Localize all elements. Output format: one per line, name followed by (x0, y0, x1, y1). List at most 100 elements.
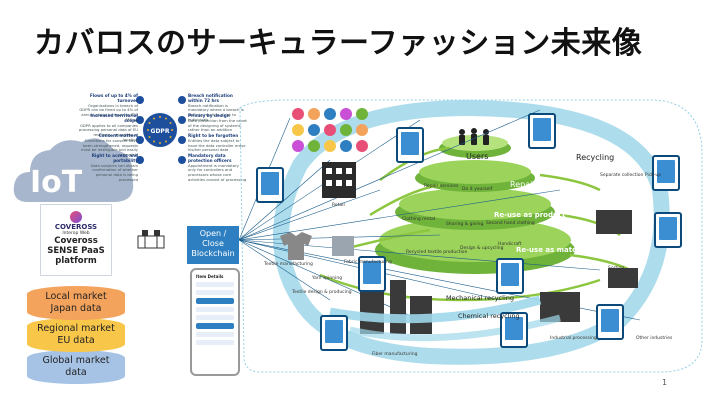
gdpr-item-icon (136, 116, 144, 124)
page-number: 1 (662, 378, 668, 387)
retail-building-icon (322, 162, 356, 198)
slide-title: カバロスのサーキュラーファッション未来像 (34, 26, 643, 61)
gdpr-item-icon (178, 116, 186, 124)
chemical-recycling-stream (349, 314, 561, 342)
label-reuse-material: Re-use as material (516, 246, 590, 254)
tablet-icon (528, 113, 556, 149)
disc-repair-top (419, 160, 531, 184)
phone-row (196, 282, 234, 287)
platform-name-line2: SENSE PaaS (47, 246, 105, 256)
gdpr-item-icon (178, 96, 186, 104)
db-global-line2: data (65, 367, 87, 378)
label-fiber-manufacturing: Fiber manufacturing (372, 352, 418, 357)
database-global: Global market data (27, 350, 125, 384)
iot-cloud-icon: IoT (13, 138, 134, 202)
tablet-icon (358, 256, 386, 292)
tablet-icon (500, 312, 528, 348)
label-recycled-textile: Recycled textile production (406, 250, 468, 255)
coveross-logo-icon (70, 211, 82, 223)
label-used-shop: Do it yourself (462, 187, 493, 192)
tablet-icon (596, 304, 624, 340)
db-local-line2: Japan data (50, 303, 102, 314)
disc-material-top (379, 218, 571, 262)
label-textile-design: Textile design & producing (292, 290, 352, 295)
label-recycling: Recycling (576, 153, 615, 162)
db-global-line1: Global market (42, 355, 110, 366)
blockchain-box: Open / Close Blockchain (187, 226, 239, 264)
label-fabric-manufacturing: Fabric manufacturing (344, 260, 392, 265)
phone-row (196, 315, 234, 320)
tablet-icon (654, 212, 682, 248)
label-clothing-rental: Clothing rental (402, 217, 436, 222)
platform-box: COVEROSS Interop Web Coveross SENSE PaaS… (40, 204, 112, 276)
label-sorting: Sorting (608, 266, 625, 271)
gdpr-item-icon (178, 156, 186, 164)
blockchain-line2: Close (202, 239, 224, 248)
garment-icons (280, 232, 354, 260)
phone-row (196, 307, 234, 312)
label-repair-services: Repair services (424, 184, 459, 189)
phone-title: Item Details (196, 274, 224, 279)
gdpr-item-icon (136, 136, 144, 144)
db-regional-line1: Regional market (37, 323, 115, 334)
tablet-icon (496, 258, 524, 294)
label-reuse-product: Re-use as product (494, 211, 566, 219)
label-second-hand: Second hand clothing (486, 221, 535, 226)
gdpr-item-icon (136, 156, 144, 164)
tablet-icon (320, 315, 348, 351)
platform-name-line1: Coveross (54, 236, 98, 246)
gdpr-item-icon (178, 136, 186, 144)
gdpr-item-icon (136, 96, 144, 104)
label-design-upcycling: Design & upcycling (460, 246, 504, 251)
database-regional: Regional market EU data (27, 318, 125, 352)
label-sharing-giving: Sharing & giving (446, 222, 484, 227)
blockchain-line3: Blockchain (191, 249, 235, 258)
db-regional-line2: EU data (57, 335, 95, 346)
platform-brand: COVEROSS (54, 223, 98, 231)
label-retail: Retail (332, 203, 345, 208)
phone-row (196, 340, 234, 345)
label-separate-collection: Separate collection Pick-up (600, 173, 662, 178)
label-mechanical-recycling: Mechanical recycling (446, 294, 515, 302)
users-icon (459, 128, 489, 145)
mobile-app-mockup: Item Details (190, 268, 240, 376)
platform-small-top: Interop Web (62, 231, 90, 236)
blockchain-network-icon (137, 230, 165, 249)
label-repair: Repair (510, 180, 536, 189)
tablet-icon (652, 155, 680, 191)
phone-row (196, 290, 234, 295)
platform-name-line3: platform (55, 256, 97, 266)
gdpr-circle (143, 113, 177, 147)
db-local-line1: Local market (45, 291, 107, 302)
gdpr-center-text: GDPR (151, 128, 170, 135)
disc-product-top (399, 188, 551, 220)
tablet-icon (396, 127, 424, 163)
mechanical-recycling-stream (329, 295, 542, 324)
phone-row (196, 332, 234, 337)
ecosystem-boundary (239, 99, 703, 373)
label-handicraft: Handicraft (498, 242, 522, 247)
cloud-text: IoT (30, 165, 83, 200)
phone-button[interactable] (196, 323, 234, 329)
tablet-icon (256, 167, 284, 203)
label-chemical-recycling: Chemical recycling (458, 312, 520, 320)
label-industrial-processing: Industrial processing (550, 336, 597, 341)
phone-button[interactable] (196, 298, 234, 304)
label-other-industries: Other industries (636, 336, 673, 341)
clothing-icons (292, 108, 368, 152)
label-users: Users (466, 152, 489, 161)
blockchain-line1: Open / (199, 229, 227, 238)
database-local: Local market Japan data (27, 286, 125, 320)
label-yarn-spinning: Yarn spinning (312, 276, 343, 281)
label-textile-manufacturing: Textile manufacturing (264, 262, 313, 267)
